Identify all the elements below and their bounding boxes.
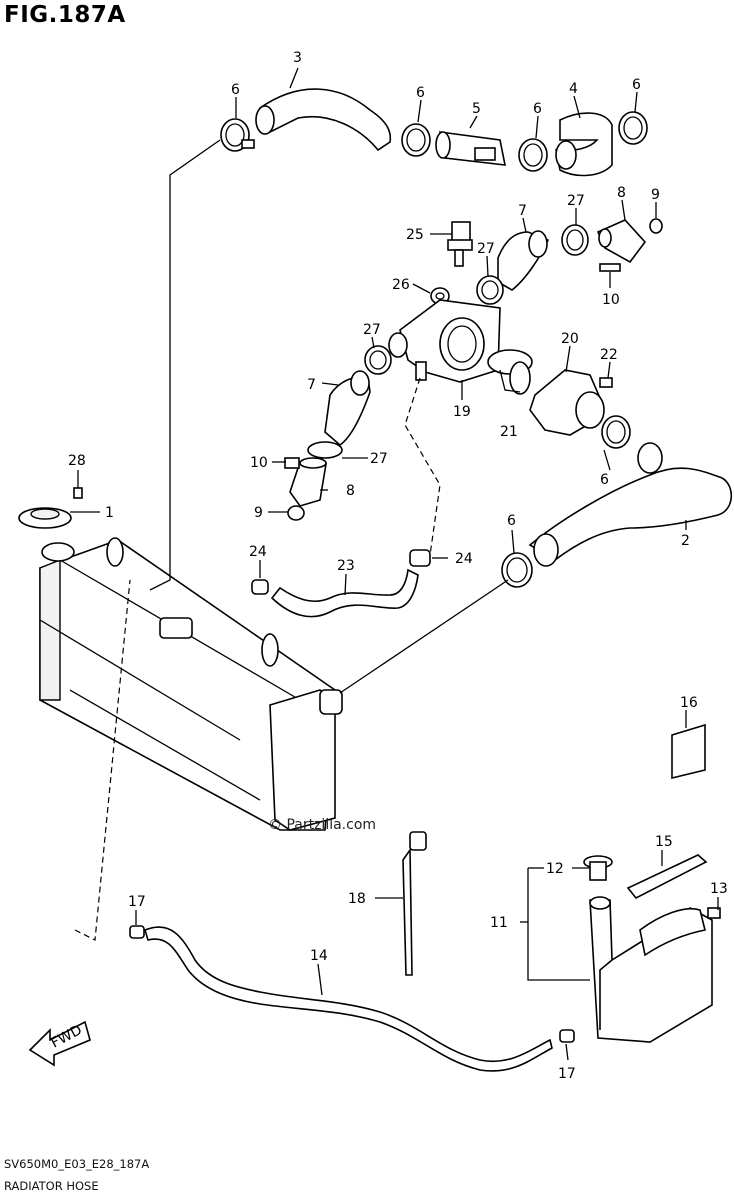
clip-17a <box>129 925 145 939</box>
callout-6: 6 <box>533 101 542 117</box>
callout-12: 12 <box>546 861 564 877</box>
o-ring-9a <box>649 218 663 234</box>
hose-4 <box>555 112 613 177</box>
callout-10: 10 <box>602 292 620 308</box>
screw-28 <box>73 487 83 499</box>
callout-19: 19 <box>453 404 471 420</box>
callout-7: 7 <box>307 377 316 393</box>
callout-4: 4 <box>569 81 578 97</box>
callout-18: 18 <box>348 891 366 907</box>
callout-6: 6 <box>632 77 641 93</box>
reservoir-tank <box>589 896 713 1043</box>
o-ring-9b <box>287 505 305 521</box>
callout-24: 24 <box>249 544 267 560</box>
fwd-arrow-icon: FWD <box>28 1020 91 1067</box>
hose-clamp-6f <box>501 552 533 588</box>
clamp-27b <box>476 275 504 305</box>
callout-leaders <box>70 67 719 1061</box>
callout-20: 20 <box>561 331 579 347</box>
callout-26: 26 <box>392 277 410 293</box>
callout-27: 27 <box>370 451 388 467</box>
callout-5: 5 <box>472 101 481 117</box>
callout-25: 25 <box>406 227 424 243</box>
callout-16: 16 <box>680 695 698 711</box>
hose-clamp-6c <box>518 138 548 172</box>
callout-21: 21 <box>500 424 518 440</box>
callout-15: 15 <box>655 834 673 850</box>
callout-14: 14 <box>310 948 328 964</box>
clamp-band-18 <box>402 831 427 976</box>
callout-1: 1 <box>105 505 114 521</box>
joint-8a <box>596 219 647 264</box>
callout-23: 23 <box>337 558 355 574</box>
bolt-22 <box>599 377 613 388</box>
hose-clamp-6a <box>220 118 255 152</box>
breather-hose-15 <box>626 854 708 900</box>
hose-7a <box>497 230 550 291</box>
diagram-name: RADIATOR HOSE <box>4 1179 99 1193</box>
bolt-10a <box>599 263 621 272</box>
callout-3: 3 <box>293 50 302 66</box>
screw-13 <box>707 907 721 919</box>
hose-clamp-6e <box>601 415 631 449</box>
callout-2: 2 <box>681 533 690 549</box>
reservoir-hose-14 <box>144 926 553 1072</box>
callout-9: 9 <box>254 505 263 521</box>
callout-6: 6 <box>507 513 516 529</box>
clamp-27a <box>561 224 589 256</box>
reservoir-cap-12 <box>583 855 613 881</box>
callout-8: 8 <box>617 185 626 201</box>
hose-3 <box>255 88 392 152</box>
callout-17: 17 <box>128 894 146 910</box>
callout-17: 17 <box>558 1066 576 1082</box>
thermostat-housing-19 <box>388 299 501 383</box>
hose-clamp-6b <box>401 123 431 157</box>
connection-lines <box>74 139 509 941</box>
callout-10: 10 <box>250 455 268 471</box>
callout-9: 9 <box>651 187 660 203</box>
callout-27: 27 <box>477 241 495 257</box>
thermostat-21 <box>487 349 533 395</box>
clamp-27c <box>364 345 392 375</box>
label-16 <box>671 723 706 780</box>
diagram-code: SV650M0_E03_E28_187A <box>4 1157 150 1171</box>
radiator-cap <box>18 507 72 529</box>
callout-6: 6 <box>231 82 240 98</box>
hose-clamp-6d <box>618 111 648 145</box>
callout-28: 28 <box>68 453 86 469</box>
callout-13: 13 <box>710 881 728 897</box>
joint-8b <box>289 457 327 507</box>
radiator <box>39 537 343 831</box>
thermostat-cover-20 <box>529 369 605 436</box>
callouts: 3 6 6 5 6 4 6 7 27 8 9 10 25 27 26 27 19… <box>68 50 728 1082</box>
callout-11: 11 <box>490 915 508 931</box>
callout-6: 6 <box>600 472 609 488</box>
clip-17b <box>559 1029 575 1043</box>
callout-27: 27 <box>567 193 585 209</box>
callout-22: 22 <box>600 347 618 363</box>
hose-7b <box>324 370 371 447</box>
joint-5 <box>435 131 507 166</box>
bolt-10b <box>284 457 300 469</box>
callout-24: 24 <box>455 551 473 567</box>
hose-23 <box>270 568 419 618</box>
callout-6: 6 <box>416 85 425 101</box>
clip-24b <box>409 549 431 567</box>
clamp-27d <box>307 441 343 459</box>
figure-title: FIG.187A <box>4 2 126 28</box>
callout-7: 7 <box>518 203 527 219</box>
callout-27: 27 <box>363 322 381 338</box>
watermark: © Partzilla.com <box>268 817 377 833</box>
clip-24a <box>251 579 269 595</box>
callout-8: 8 <box>346 483 355 499</box>
hose-2 <box>528 442 733 567</box>
temp-sensor-25 <box>447 221 473 267</box>
